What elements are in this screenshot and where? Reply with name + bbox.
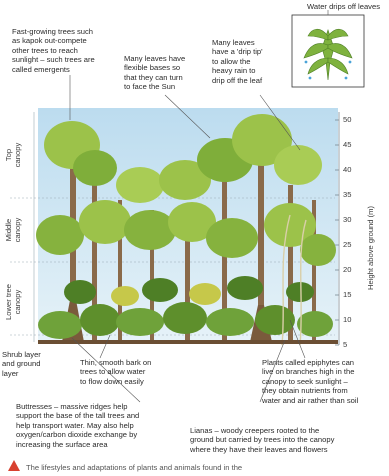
- callout-flexible-bases: Many leaves have flexible bases so that …: [124, 54, 209, 92]
- callout-buttresses: Buttresses – massive ridges help support…: [16, 402, 186, 449]
- scale-tick-50: 50: [343, 115, 351, 124]
- callout-water-drips: Water drips off leaves: [260, 2, 380, 11]
- scale-tick-25: 25: [343, 240, 351, 249]
- scale-tick-30: 30: [343, 215, 351, 224]
- scale-tick-45: 45: [343, 140, 351, 149]
- layer-label-middle-canopy: Middle canopy: [4, 202, 24, 258]
- footer-text: The lifestyles and adaptations of plants…: [26, 463, 386, 472]
- scale-tick-40: 40: [343, 165, 351, 174]
- callout-epiphytes: Plants called epiphytes can live on bran…: [262, 358, 387, 405]
- layer-label-lower-canopy: Lower tree canopy: [4, 268, 24, 336]
- callout-emergents: Fast-growing trees such as kapok out-com…: [12, 27, 122, 74]
- callout-lianas: Lianas – woody creepers rooted to the gr…: [190, 426, 388, 454]
- layer-label-top-canopy: Top canopy: [4, 127, 24, 183]
- ground-line: [38, 340, 338, 344]
- scale-tick-5: 5: [343, 340, 347, 349]
- scale-tick-10: 10: [343, 315, 351, 324]
- scale-tick-20: 20: [343, 265, 351, 274]
- callout-smooth-bark: Thin, smooth bark on trees to allow wate…: [80, 358, 180, 386]
- scale-tick-15: 15: [343, 290, 351, 299]
- warning-triangle-icon: [8, 460, 20, 471]
- callout-shrub-layer: Shrub layer and ground layer: [2, 350, 54, 378]
- scale-tick-35: 35: [343, 190, 351, 199]
- scale-axis-title: Height above ground (m): [366, 206, 375, 290]
- callout-drip-tip: Many leaves have a 'drip tip' to allow t…: [212, 38, 290, 85]
